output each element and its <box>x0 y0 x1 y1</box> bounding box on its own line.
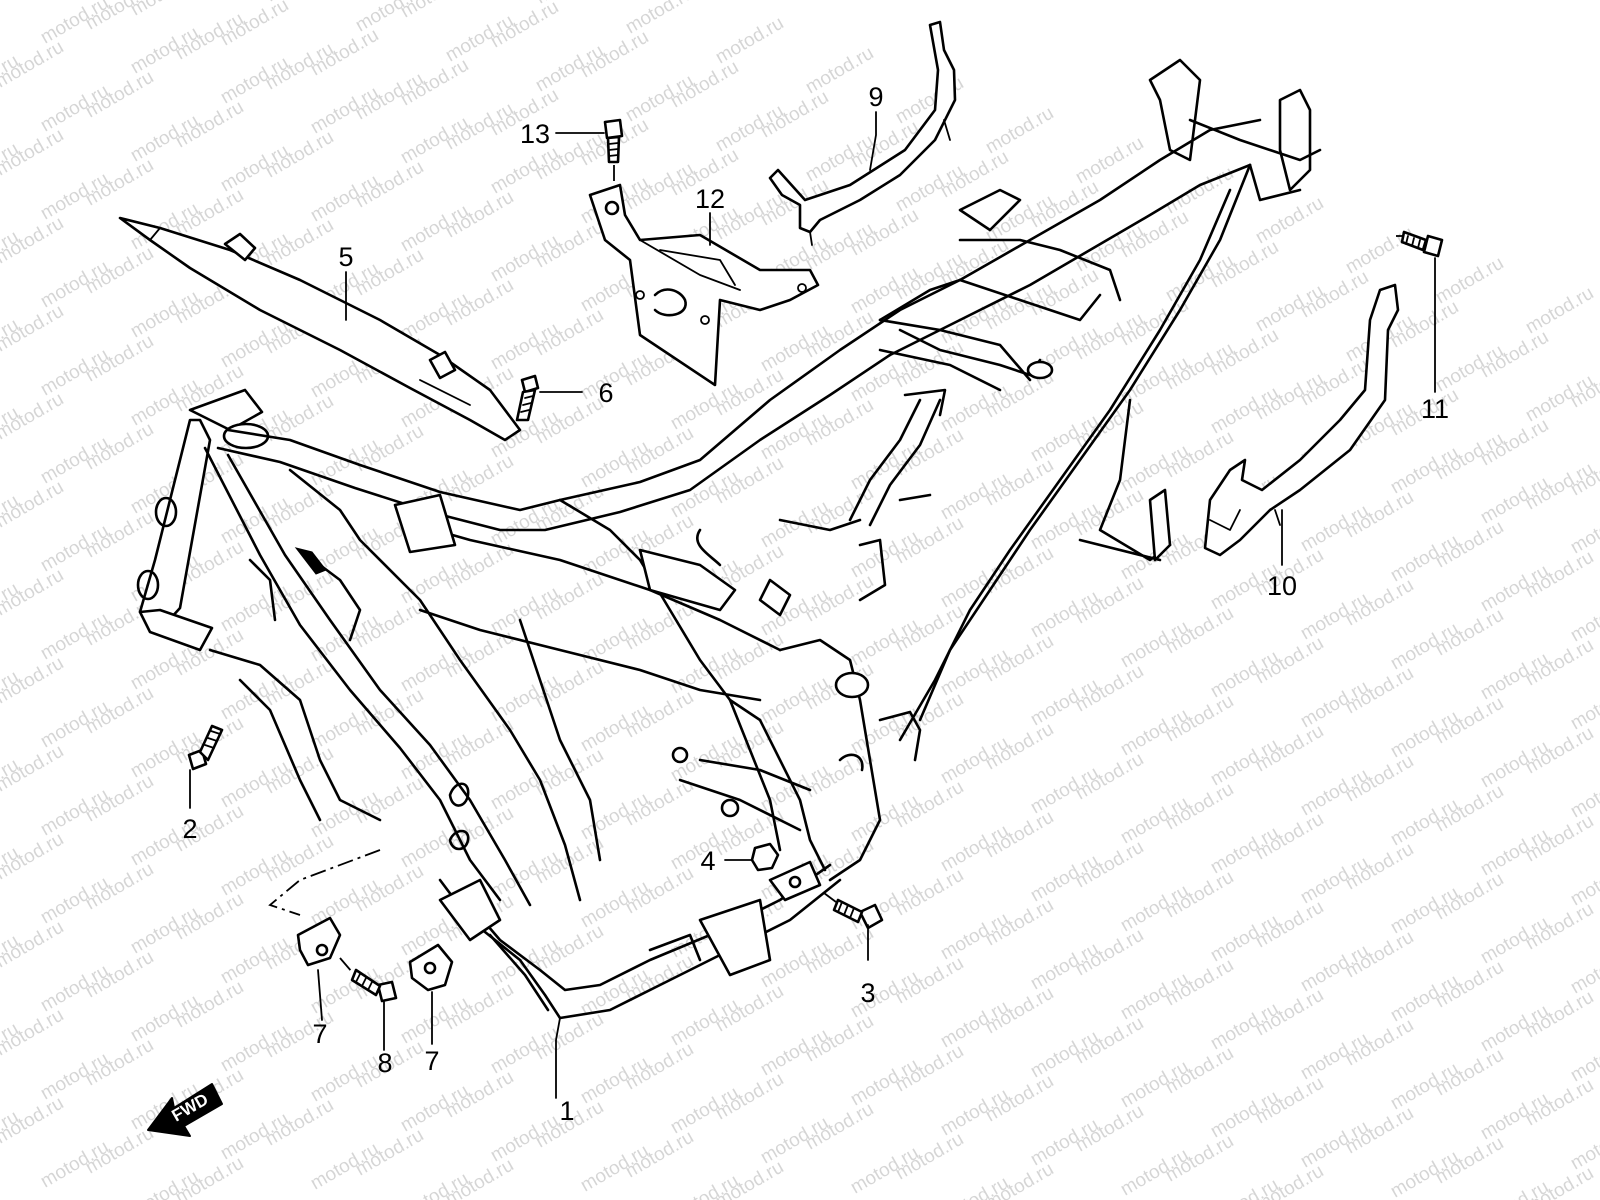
part-5-brace <box>118 216 522 442</box>
callout-5: 5 <box>338 242 353 272</box>
callout-labels: 1 2 3 4 5 6 7 7 8 9 10 11 12 13 <box>182 82 1449 1126</box>
part-6-bolt <box>515 374 540 422</box>
watermark-text: motod.ru <box>1207 1175 1282 1200</box>
part-2-bolt <box>187 724 224 771</box>
watermark-text: motod.ru <box>1072 133 1147 189</box>
callout-2: 2 <box>182 814 197 844</box>
watermark-text: motod.ru <box>1522 283 1597 339</box>
watermark-text: motod.ru <box>1162 163 1237 219</box>
callout-10: 10 <box>1267 571 1297 601</box>
watermark-text: motod.ru <box>937 1173 1012 1200</box>
part-9-bracket <box>768 20 957 246</box>
part-11-bolt <box>1400 230 1444 258</box>
part-7-plate-left <box>296 916 342 967</box>
callout-9: 9 <box>868 82 883 112</box>
watermark-text: motod.ru <box>982 103 1057 159</box>
part-10-stay <box>1203 283 1400 557</box>
callout-6: 6 <box>598 378 613 408</box>
part-4-nut <box>750 842 780 872</box>
watermark-text: motod.ru <box>1252 193 1327 249</box>
callout-7-right: 7 <box>424 1046 439 1076</box>
callout-7-left: 7 <box>312 1019 327 1049</box>
watermark-text: motod.ru <box>1432 253 1507 309</box>
watermark-text: motod.ru <box>802 43 877 99</box>
leader-lines <box>189 111 1436 1099</box>
main-frame <box>136 58 1322 1020</box>
callout-11: 11 <box>1421 394 1449 424</box>
watermark-text: motod.ru <box>0 0 67 4</box>
callout-3: 3 <box>860 978 875 1008</box>
callout-4: 4 <box>700 846 715 876</box>
callout-13: 13 <box>520 119 550 149</box>
callout-12: 12 <box>695 184 725 214</box>
watermark-text: motod.ru <box>712 13 787 69</box>
callout-1: 1 <box>559 1096 574 1126</box>
part-7-plate-right <box>408 943 454 992</box>
part-3-bolt <box>832 898 884 930</box>
watermark-text: motod.ru <box>1477 1177 1552 1200</box>
part-12-bracket <box>588 183 820 387</box>
watermark-text: motod.ru <box>1342 223 1417 279</box>
callout-8: 8 <box>377 1048 392 1078</box>
part-13-bolt <box>603 118 624 185</box>
part-8-bolt <box>350 968 398 1003</box>
